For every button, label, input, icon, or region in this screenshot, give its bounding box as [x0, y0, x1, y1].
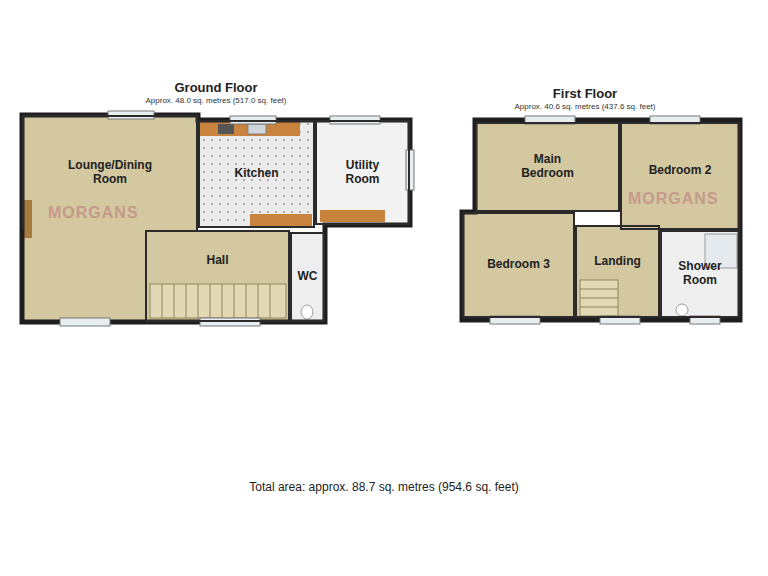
watermark: MORGANS [48, 204, 139, 222]
outer-wall [462, 120, 740, 320]
kitchen-hob [218, 124, 234, 134]
room-label: Shower Room [675, 260, 725, 288]
bedroom-floor [620, 122, 740, 230]
plan-detail [186, 284, 187, 318]
utility-floor [315, 120, 410, 225]
plan-detail [580, 307, 618, 308]
plan-detail [234, 284, 235, 318]
floor-plan: First FloorApprox. 40.6 sq. metres (437.… [450, 116, 748, 322]
room-label: Utility Room [333, 159, 393, 187]
room: WC [290, 232, 325, 322]
plan-detail [270, 284, 271, 318]
floor-heading: First FloorApprox. 40.6 sq. metres (437.… [485, 86, 685, 111]
room: Kitchen [198, 120, 315, 228]
floor-title: Ground Floor [20, 80, 412, 95]
landing-floor [575, 225, 660, 318]
room: Shower Room [660, 230, 740, 318]
hall-floor [145, 230, 290, 322]
plan-detail [150, 284, 286, 318]
room-label: Main Bedroom [513, 153, 583, 181]
room: Landing [575, 225, 660, 318]
bedroom-floor [462, 212, 575, 318]
total-area-caption: Total area: approx. 88.7 sq. metres (954… [0, 480, 768, 494]
watermark: MORGANS [628, 190, 719, 208]
plan-detail [258, 284, 259, 318]
plan-detail [210, 284, 211, 318]
floor-area: Approx. 48.0 sq. metres (517.0 sq. feet) [20, 96, 412, 105]
plan-detail [406, 150, 414, 190]
plan-detail [162, 284, 163, 318]
plan-detail [580, 298, 618, 299]
plan-detail [246, 284, 247, 318]
room: Hall [145, 230, 290, 322]
utility-counter [320, 210, 385, 222]
floor-heading: Ground FloorApprox. 48.0 sq. metres (517… [20, 80, 412, 105]
plan-detail [580, 280, 618, 316]
room: Bedroom 2 [620, 122, 740, 230]
bedroom-floor [475, 122, 620, 212]
kitchen-counter [250, 214, 312, 226]
room: Utility Room [315, 120, 410, 225]
kitchen-floor [198, 120, 315, 228]
room-label: Hall [206, 254, 228, 268]
room-label: Kitchen [234, 167, 278, 181]
room-label: WC [298, 270, 318, 284]
wc-toilet [301, 305, 313, 319]
plan-detail [222, 284, 223, 318]
shower-floor [660, 230, 740, 318]
plan-detail [580, 289, 618, 290]
plan-detail [198, 284, 199, 318]
shower-toilet [676, 304, 688, 316]
room: Main Bedroom [475, 122, 620, 212]
staircase [150, 284, 286, 318]
room: Bedroom 3 [462, 212, 575, 318]
room-label: Bedroom 3 [487, 258, 550, 272]
outer-wall [22, 115, 410, 322]
plan-detail [200, 318, 260, 326]
kitchen-sink [248, 124, 266, 134]
room-label: Lounge/Dining Room [55, 159, 165, 187]
plan-detail [60, 318, 110, 326]
staircase [580, 280, 618, 316]
floor-title: First Floor [485, 86, 685, 101]
plan-detail [174, 284, 175, 318]
room-label: Bedroom 2 [649, 164, 712, 178]
room-label: Landing [594, 255, 641, 269]
window [490, 116, 720, 324]
floor-area: Approx. 40.6 sq. metres (437.6 sq. feet) [485, 102, 685, 111]
wc-floor [290, 232, 325, 322]
fireplace [24, 200, 32, 238]
